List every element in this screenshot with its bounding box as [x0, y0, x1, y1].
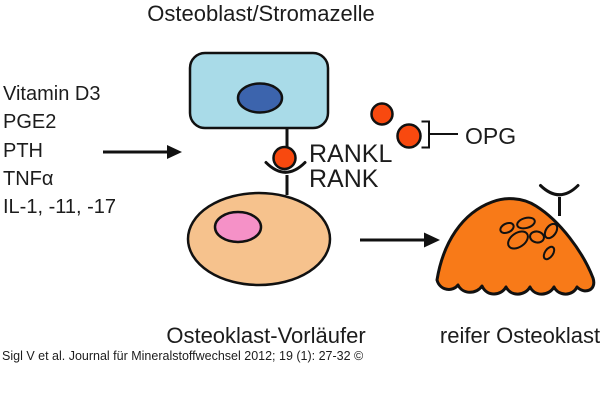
mature-osteoclast-label: reifer Osteoklast: [440, 323, 600, 348]
mature-nucleus: [516, 216, 536, 230]
opg-bound-ligand-circle-upper: [370, 102, 394, 126]
rankl-ligand-circle: [272, 145, 297, 171]
opg-complex: OPG: [370, 102, 516, 149]
opg-bound-ligand-circle-lower: [396, 123, 422, 149]
mature-nucleus: [529, 230, 545, 244]
mature-osteoclast-cell: [435, 184, 596, 296]
precursor-label: Osteoklast-Vorläufer: [166, 323, 365, 348]
mature-nucleus: [499, 221, 515, 235]
opg-label: OPG: [465, 123, 516, 149]
rank-label: RANK: [309, 165, 379, 193]
osteoclast-precursor-cell: [186, 191, 332, 287]
stimulating-factors-list: Vitamin D3 PGE2 PTH TNFα IL-1, -11, -17: [3, 83, 116, 218]
mature-osteoclast-body: [435, 197, 596, 296]
mature-nucleus: [507, 230, 529, 250]
factor-vitamin-d3: Vitamin D3: [3, 83, 100, 105]
mature-osteoclast-nuclei: [499, 216, 559, 261]
mature-nucleus: [543, 222, 559, 240]
differentiation-arrow: [360, 232, 440, 248]
precursor-body: [186, 191, 332, 287]
osteoblast-cell: [188, 51, 330, 130]
citation-text: Sigl V et al. Journal für Mineralstoffwe…: [2, 349, 364, 363]
factor-interleukins: IL-1, -11, -17: [3, 196, 116, 218]
factor-tnf-alpha: TNFα: [3, 168, 53, 190]
differentiation-arrow-head: [424, 232, 440, 248]
precursor-nucleus: [213, 210, 263, 244]
osteoblast-nucleus: [236, 82, 284, 114]
opg-bracket: [421, 120, 430, 149]
rank-receptor-arc: [264, 161, 307, 174]
page-title: Osteoblast/Stromazelle: [147, 1, 374, 26]
mature-rank-receptor-arc: [539, 184, 580, 197]
mature-nucleus: [542, 245, 556, 261]
stimulation-arrow: [103, 145, 182, 159]
factor-pge2: PGE2: [3, 111, 56, 133]
stimulation-arrow-head: [167, 145, 182, 159]
rankl-rank-connection: [264, 129, 307, 195]
rankl-label: RANKL: [309, 140, 392, 168]
factor-pth: PTH: [3, 140, 43, 162]
